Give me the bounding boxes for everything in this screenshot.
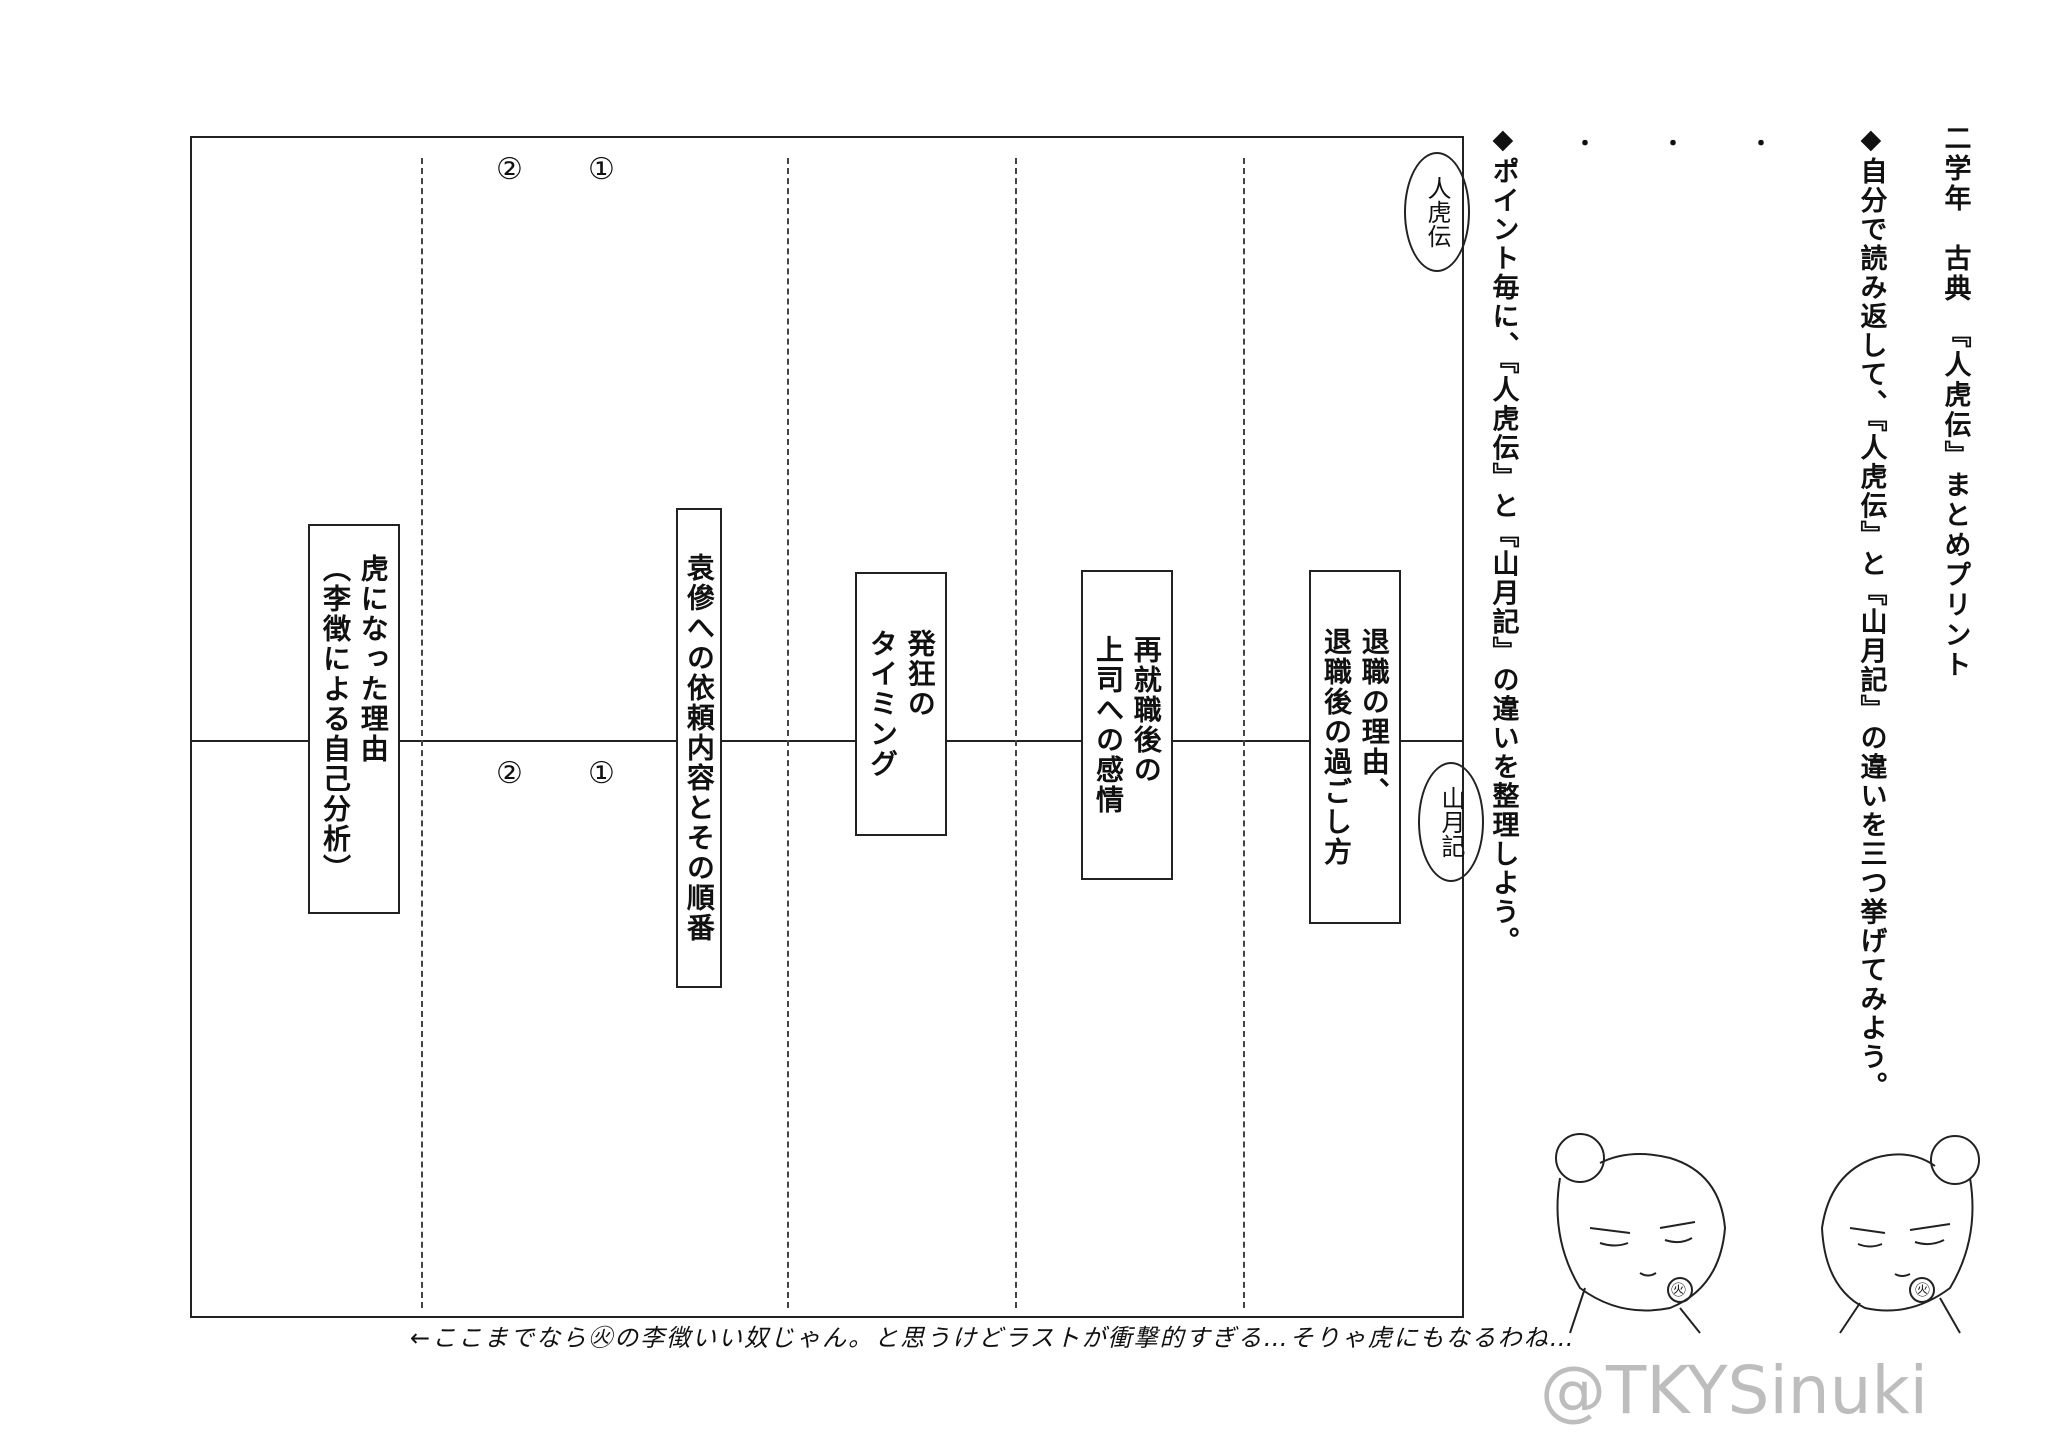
column-divider: [421, 158, 423, 1308]
request-number-second-bottom: ②: [496, 756, 523, 791]
answer-dot-1: ・: [1750, 132, 1773, 157]
column-label-request: 袁傪への依頼内容とその順番: [676, 508, 722, 988]
answer-dots: ・ ・ ・: [1574, 126, 1794, 157]
comparison-table: [190, 136, 1464, 1318]
table-middle-line: [190, 740, 1464, 742]
column-divider: [1015, 158, 1017, 1308]
label-jinkoden-text: 人虎伝: [1423, 176, 1451, 248]
label-jinkoden: 人虎伝: [1404, 152, 1470, 272]
character-badge-left-text: ㊋: [1671, 1281, 1687, 1299]
column-label-tiger-reason: 虎になった理由 （李徴による自己分析）: [308, 524, 400, 914]
column-divider: [787, 158, 789, 1308]
character-badge-right: [1909, 1277, 1935, 1303]
column-label-madness-timing: 発狂の タイミング: [855, 572, 947, 836]
character-sketch-left: [1555, 1133, 1727, 1334]
handwritten-note: ←ここまでなら㊋の李徴いい奴じゃん。と思うけどラストが衝撃的すぎる…そりゃ虎にも…: [410, 1324, 1576, 1352]
character-badge-right-text: ㊋: [1915, 1281, 1931, 1299]
column-label-madness-timing-text: 発狂の タイミング: [866, 629, 937, 779]
instruction-1: ◆自分で読み返して、『人虎伝』と『山月記』の違いを三つ挙げてみよう。: [1855, 124, 1887, 1101]
watermark: @TKYSinuki: [1540, 1352, 1929, 1429]
character-badge-left: [1667, 1277, 1693, 1303]
label-sangetsuki-text: 山月記: [1437, 786, 1465, 858]
column-label-feelings-text: 再就職後の 上司への感情: [1092, 635, 1163, 815]
column-label-feelings: 再就職後の 上司への感情: [1081, 570, 1173, 880]
character-sketch-right: [1820, 1135, 1980, 1334]
column-divider: [1243, 158, 1245, 1308]
request-number-first-bottom: ①: [588, 756, 615, 791]
column-label-tiger-reason-text: 虎になった理由 （李徴による自己分析）: [319, 554, 390, 884]
column-label-request-text: 袁傪への依頼内容とその順番: [682, 553, 716, 943]
request-number-first-top: ①: [588, 152, 615, 187]
answer-dot-3: ・: [1574, 132, 1597, 157]
answer-dot-2: ・: [1662, 132, 1685, 157]
column-label-retirement: 退職の理由、 退職後の過ごし方: [1309, 570, 1401, 924]
column-label-retirement-text: 退職の理由、 退職後の過ごし方: [1320, 627, 1391, 867]
instruction-2: ◆ポイント毎に、『人虎伝』と『山月記』の違いを整理しよう。: [1487, 124, 1519, 956]
label-sangetsuki: 山月記: [1418, 762, 1484, 882]
page-title: 二学年 古典 『人虎伝』まとめプリント: [1939, 124, 1971, 681]
request-number-second-top: ②: [496, 152, 523, 187]
